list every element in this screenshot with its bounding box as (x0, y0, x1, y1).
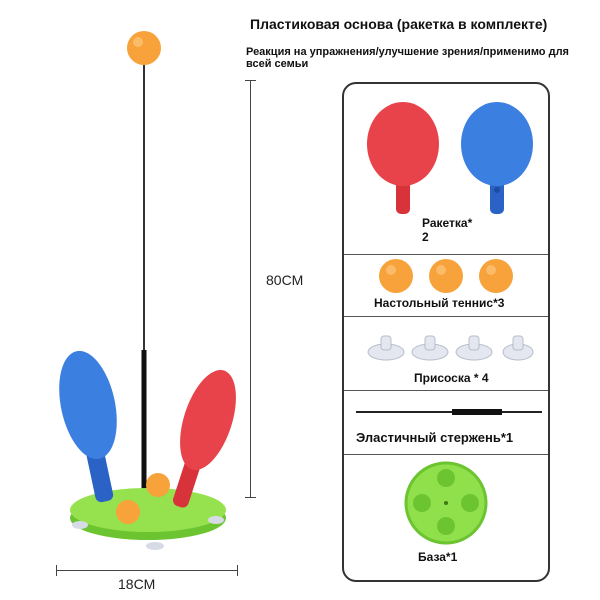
suction-cup (72, 521, 88, 529)
top-ball (127, 31, 161, 65)
base-ball (116, 500, 140, 524)
base (70, 488, 226, 532)
paddle-caption-name: Ракетка* (422, 216, 473, 230)
width-label: 18CM (118, 576, 156, 592)
height-dimension-line (245, 80, 256, 498)
divider (344, 390, 548, 391)
paddles-image (367, 102, 533, 214)
divider (344, 254, 548, 255)
suction-cup (146, 542, 164, 550)
red-paddle (180, 369, 236, 471)
suction-cup (208, 516, 224, 524)
height-label: 80CM (266, 272, 304, 288)
suction-caption: Присоска * 4 (414, 371, 489, 385)
base-ball (146, 473, 170, 497)
balls-image (379, 259, 513, 293)
rod-caption: Эластичный стержень*1 (356, 430, 514, 445)
divider (344, 454, 548, 455)
blue-paddle (59, 350, 117, 460)
divider (344, 316, 548, 317)
page-subtitle: Реакция на упражнения/улучшение зрения/п… (246, 46, 569, 70)
paddle-caption-qty: 2 (422, 230, 429, 244)
product-illustration (59, 31, 236, 550)
components-panel: Ракетка* 2 Настольный теннис*3 Присоска … (342, 82, 550, 582)
base-image (404, 461, 488, 545)
page-title: Пластиковая основа (ракетка в комплекте) (250, 16, 548, 32)
width-dimension-line (56, 565, 238, 576)
base-caption: База*1 (418, 550, 458, 564)
elastic-rod-image (356, 409, 542, 415)
suction-cups-image (367, 335, 534, 361)
balls-caption: Настольный теннис*3 (374, 296, 505, 310)
